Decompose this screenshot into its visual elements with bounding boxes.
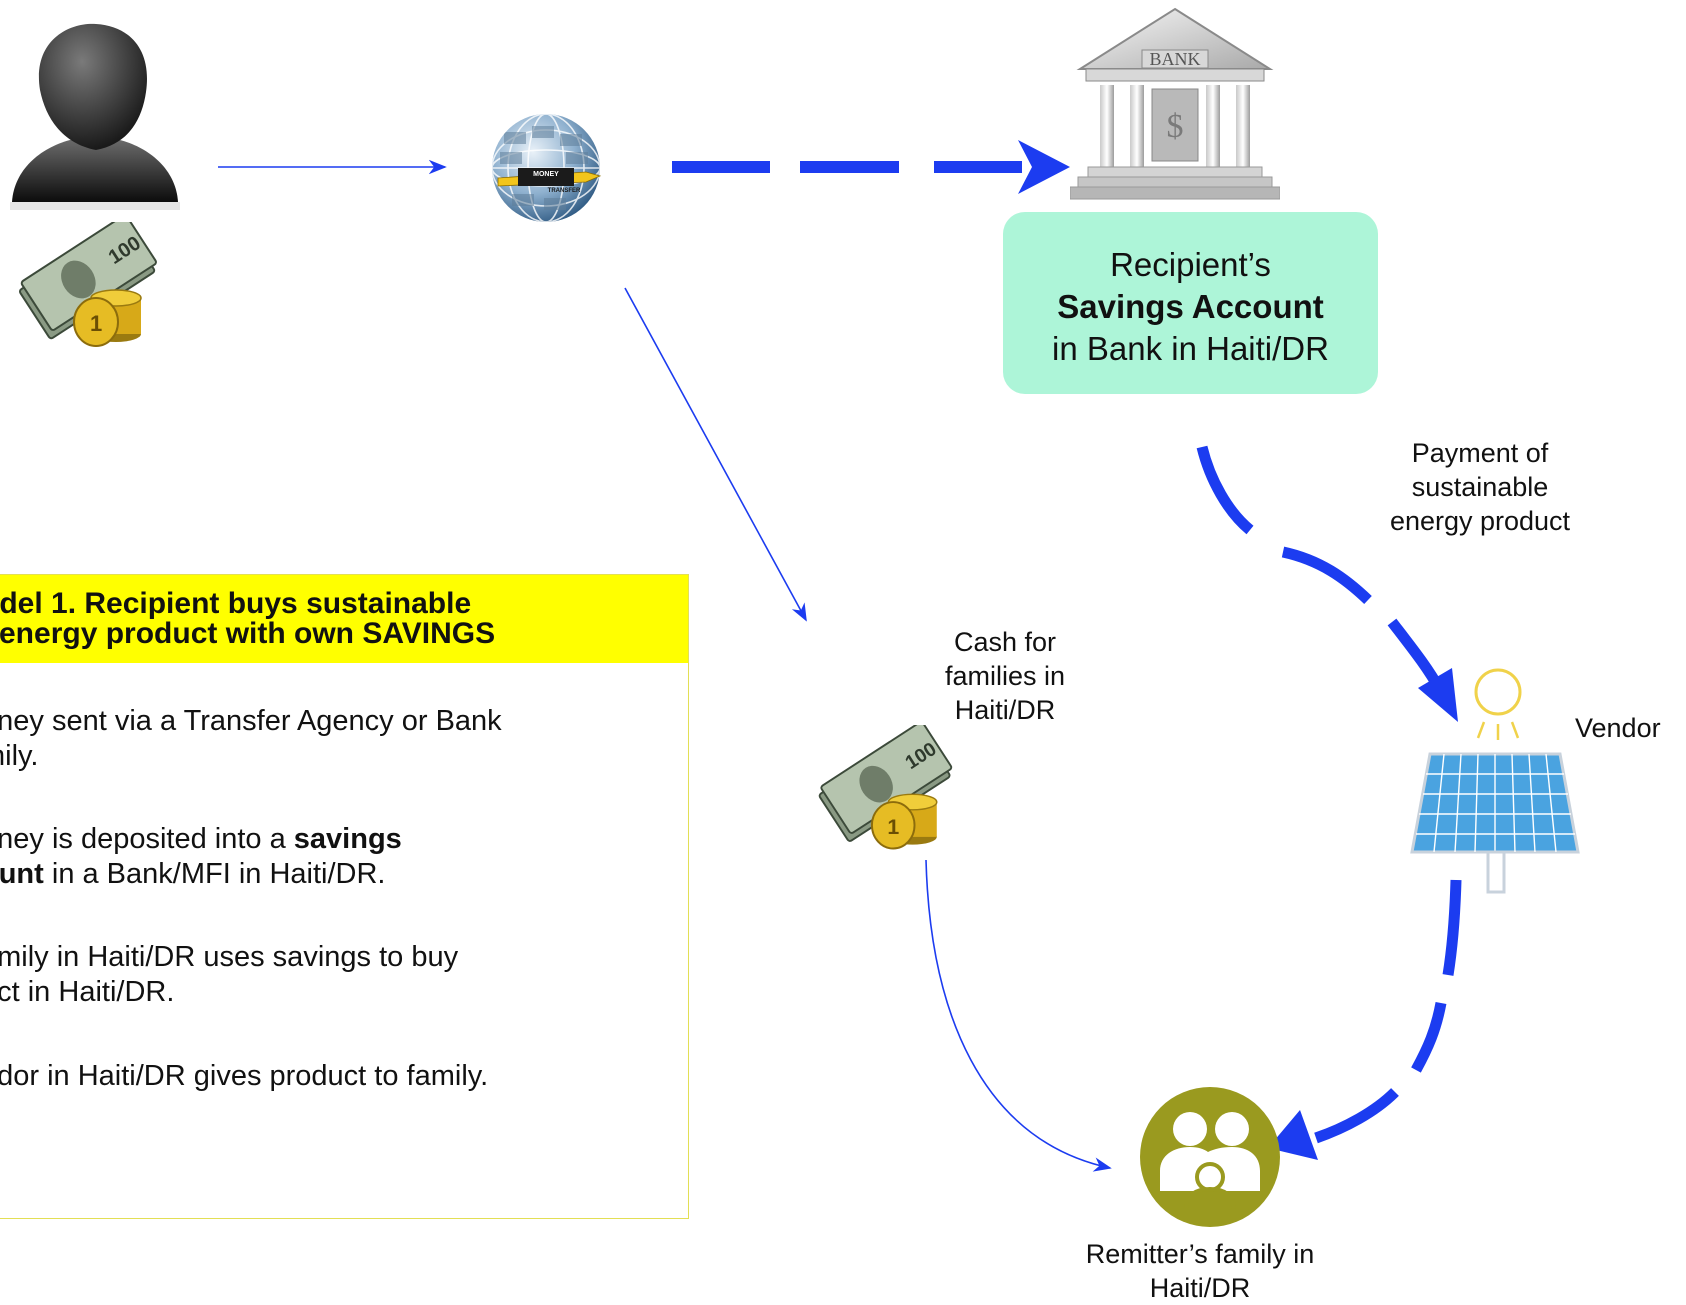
remitter-money-icon: 100 1 [19,222,157,347]
svg-text:BANK: BANK [1149,49,1200,69]
remitter-person-icon [10,23,180,210]
svg-text:TRANSFER: TRANSFER [548,188,581,194]
model-header: odel 1. Recipient buys sustainable energ… [0,575,688,663]
arrow-cash-to-family [925,859,1112,1172]
cash-money-icon: 100 1 [818,725,953,850]
model-item-1-line1: oney sent via a Transfer Agency or Bank [0,705,502,737]
arrow-savings-to-vendor [1196,445,1458,722]
svg-text:1: 1 [90,311,102,336]
savings-account-box: Recipient’s Savings Account in Bank in H… [1003,212,1378,394]
model-item-4-line1: ndor in Haiti/DR gives product to family… [0,1060,489,1092]
model-description-box: odel 1. Recipient buys sustainable energ… [0,574,689,1219]
svg-text:MONEY: MONEY [533,171,559,178]
model-item-3-line2: uct in Haiti/DR. [0,976,175,1008]
solar-panel-icon [1410,668,1580,894]
family-label: Remitter’s family in Haiti/DR [1085,1239,1315,1303]
vendor-label: Vendor [1575,713,1661,743]
svg-text:1: 1 [887,815,899,839]
savings-box-line2: Savings Account [1057,288,1324,325]
svg-text:$: $ [1167,108,1184,145]
cash-label: Cash for families in Haiti/DR [944,627,1066,725]
money-transfer-globe-icon: MONEY TRANSFER [492,114,602,222]
savings-box-line1: Recipient’s [1110,246,1271,283]
arrow-vendor-to-family [1268,879,1462,1160]
arrow-transfer-to-cash [624,287,807,622]
model-title-line1: odel 1. Recipient buys sustainable [0,587,472,620]
family-icon [1140,1087,1280,1227]
bank-building-icon: BANK $ [1070,7,1280,200]
arrow-transfer-to-bank [672,140,1070,194]
model-item-1-line2: mily. [0,740,39,772]
model-title-line2: energy product with own SAVINGS [0,617,496,650]
savings-box-line3: in Bank in Haiti/DR [1052,330,1329,367]
payment-label: Payment of sustainable energy product [1389,438,1571,536]
model-item-2-line2: ount in a Bank/MFI in Haiti/DR. [0,858,386,890]
model-item-3-line1: amily in Haiti/DR uses savings to buy [0,941,459,973]
model-item-2-line1: oney is deposited into a savings [0,823,402,855]
